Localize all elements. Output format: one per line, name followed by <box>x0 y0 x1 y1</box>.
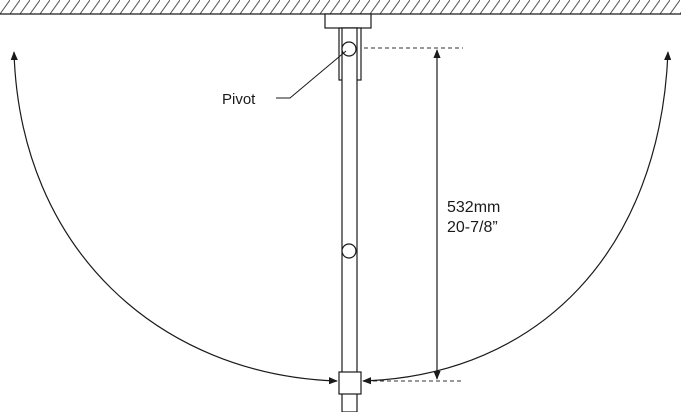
right-swing-arc <box>362 51 672 385</box>
pivot-label: Pivot <box>222 91 256 108</box>
mounting-plate <box>324 13 372 29</box>
pendulum-arm <box>341 27 358 412</box>
pivot-leader-line <box>276 50 347 99</box>
length-metric-label: 532mm <box>447 199 500 216</box>
left-swing-arc <box>10 51 338 385</box>
middle-hole <box>341 243 357 259</box>
pivot-bolt <box>341 41 357 57</box>
ceiling-hatching <box>0 0 681 14</box>
length-imperial-label: 20-7/8” <box>447 219 498 236</box>
bottom-block <box>338 371 362 395</box>
